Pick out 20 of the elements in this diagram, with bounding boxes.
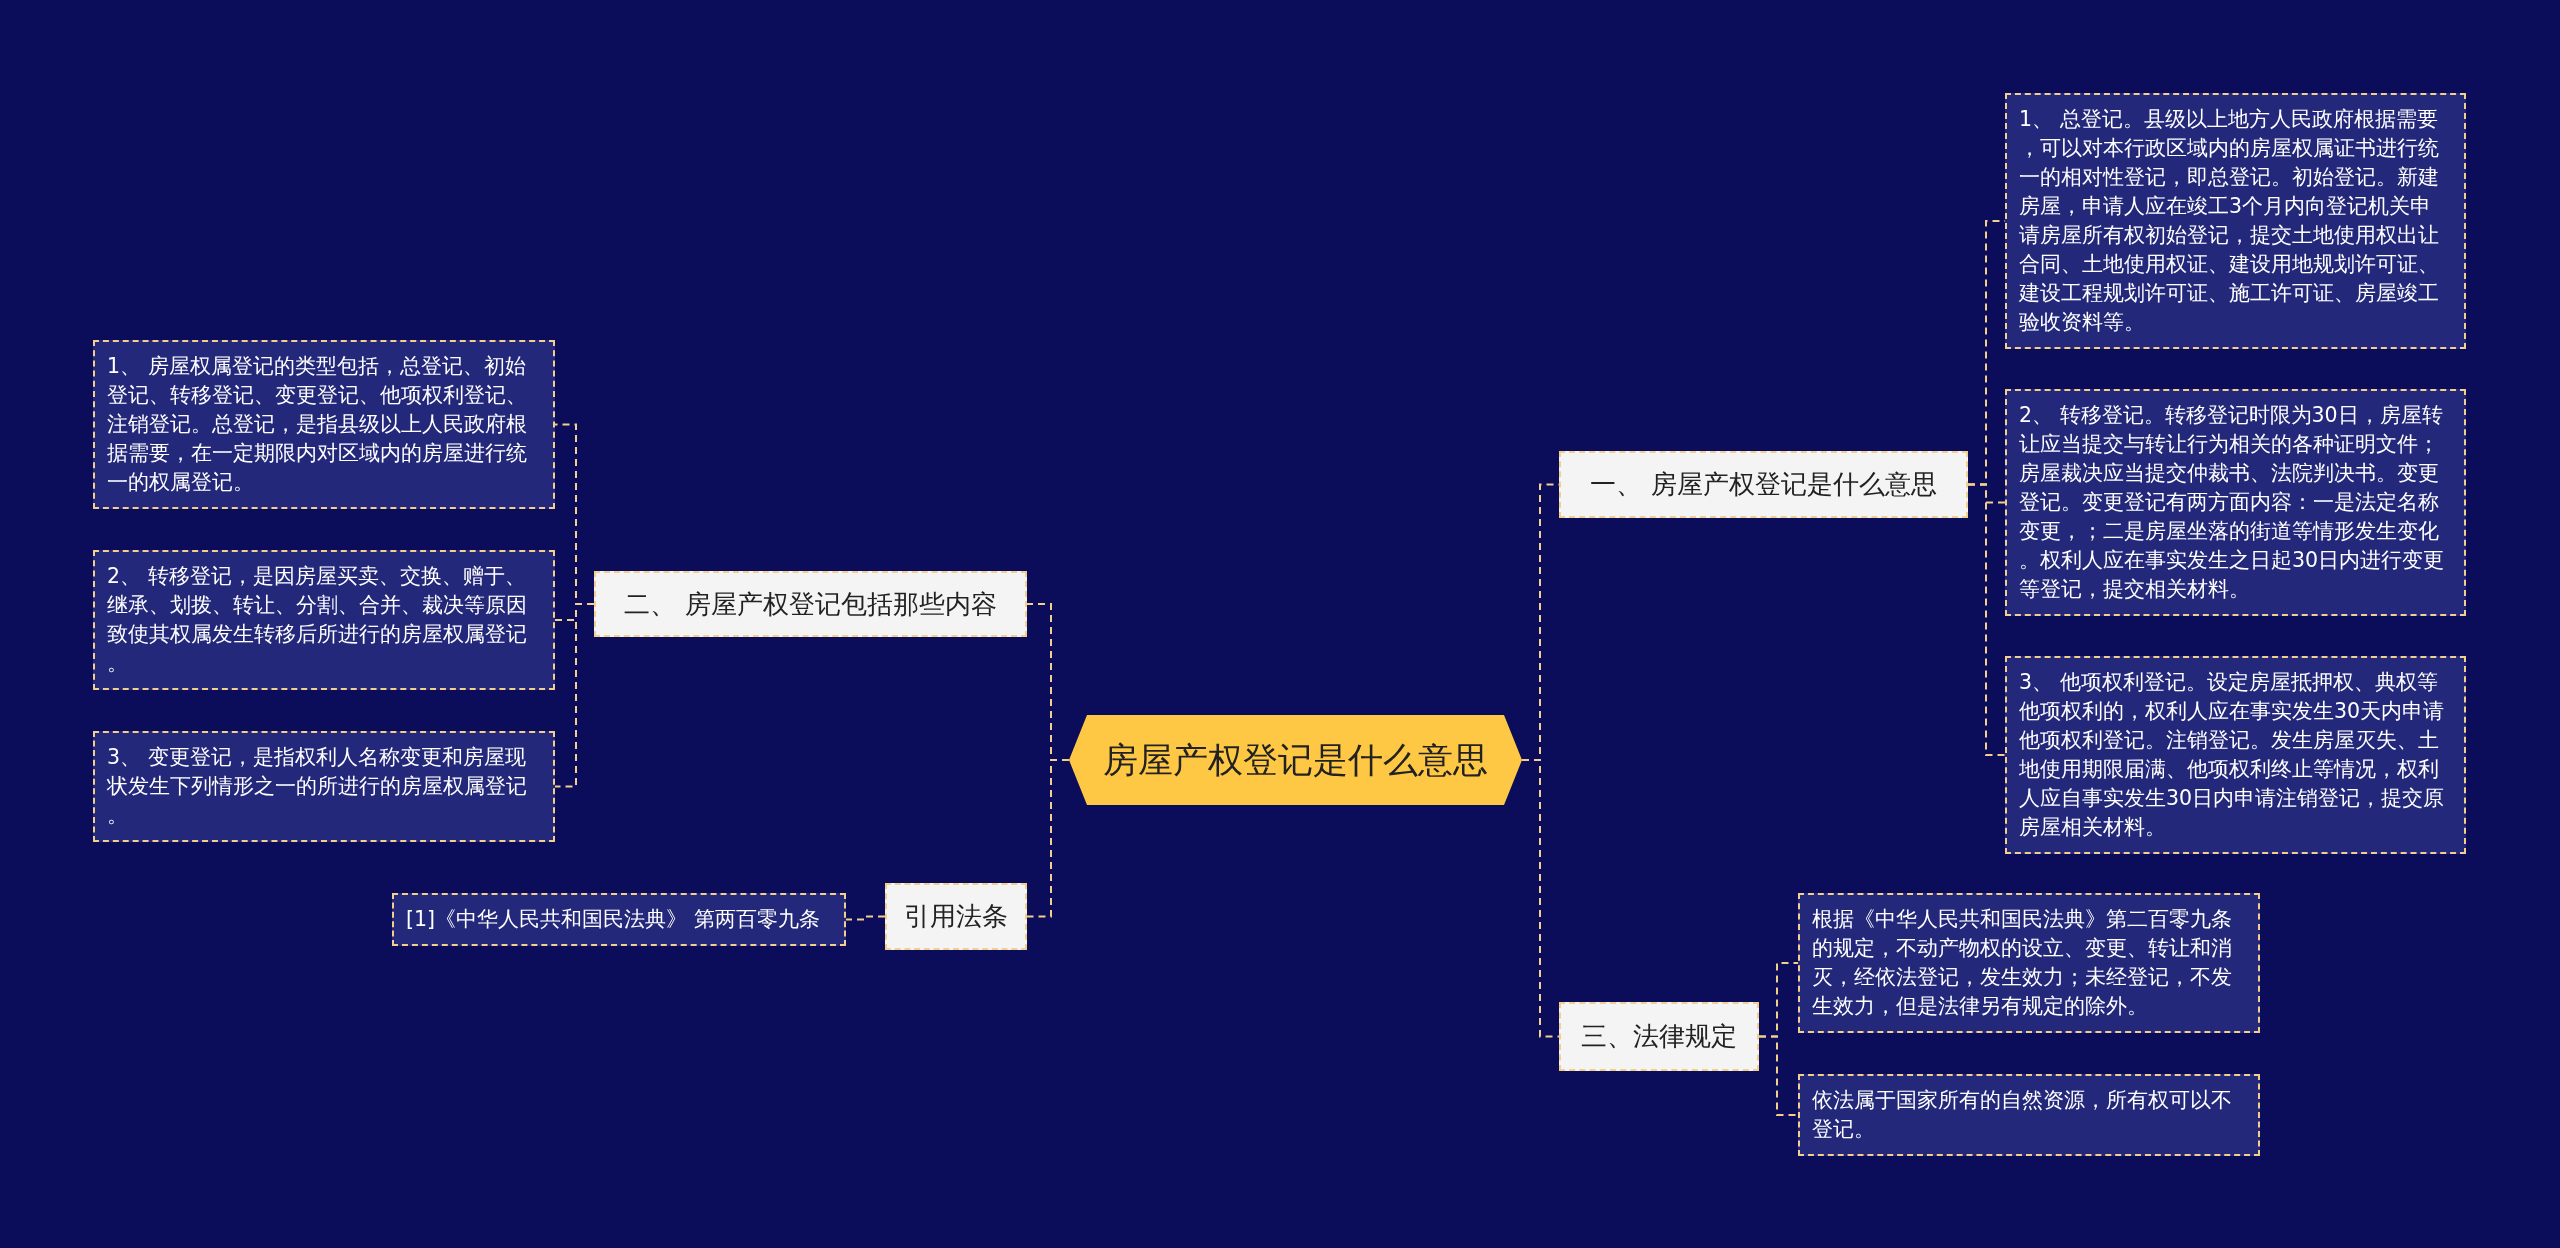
text-box: [1]《中华人民共和国民法典》 第两百零九条: [392, 893, 846, 946]
topic-box: 二、 房屋产权登记包括那些内容: [594, 571, 1027, 637]
topic-box: 引用法条: [885, 883, 1027, 950]
connector-line: [1758, 1035, 1799, 1116]
text-box: 1、 总登记。县级以上地方人民政府根据需要，可以对本行政区域内的房屋权属证书进行统一的相对性登记，即总登记。初始登记。新建房屋，申请人应在竣工3个月内向登记机关申请房屋所有权初始登记，提交土地使用权出让合同、土地使用权证、建设用地规划许可证、建设工程规划许可证、施工许可证、房屋竣工验收资料等。: [2005, 93, 2466, 349]
text-box: 3、 他项权利登记。设定房屋抵押权、典权等他项权利的，权利人应在事实发生30天内申请他项权利登记。注销登记。发生房屋灭失、土地使用期限届满、他项权利终止等情况，权利人应自事实发生30日内申请注销登记，提交原房屋相关材料。: [2005, 656, 2466, 854]
text-box: 依法属于国家所有的自然资源，所有权可以不登记。: [1798, 1074, 2260, 1156]
text-box: 2、 转移登记。转移登记时限为30日，房屋转让应当提交与转让行为相关的各种证明文件；房屋裁决应当提交仲裁书、法院判决书。变更登记。变更登记有两方面内容：一是法定名称变更，；二是房屋坐落的街道等情形发生变化。权利人应在事实发生之日起30日内进行变更等登记，提交相关材料。: [2005, 389, 2466, 616]
text-box: 1、 房屋权属登记的类型包括，总登记、初始登记、转移登记、变更登记、他项权利登记、注销登记。总登记，是指县级以上人民政府根据需要，在一定期限内对区域内的房屋进行统一的权属登记。: [93, 340, 555, 509]
central-topic-hexagon: 房屋产权登记是什么意思: [1069, 715, 1522, 805]
connector-line: [554, 603, 595, 788]
topic-box: 一、 房屋产权登记是什么意思: [1559, 451, 1968, 518]
text-box: 2、 转移登记，是因房屋买卖、交换、赠于、继承、划拨、转让、分割、合并、裁决等原因致使其权属发生转移后所进行的房屋权属登记。: [93, 550, 555, 690]
connector-line: [1967, 483, 2006, 756]
text-box: 根据《中华人民共和国民法典》第二百零九条的规定，不动产物权的设立、变更、转让和消灭，经依法登记，发生效力；未经登记，不发生效力，但是法律另有规定的除外。: [1798, 893, 2260, 1033]
connector-line: [1521, 759, 1560, 1038]
connector-line: [1026, 759, 1070, 918]
connector-line: [845, 915, 886, 921]
topic-box: 三、法律规定: [1559, 1002, 1759, 1071]
text-box: 3、 变更登记，是指权利人名称变更和房屋现状发生下列情形之一的所进行的房屋权属登记。: [93, 731, 555, 842]
